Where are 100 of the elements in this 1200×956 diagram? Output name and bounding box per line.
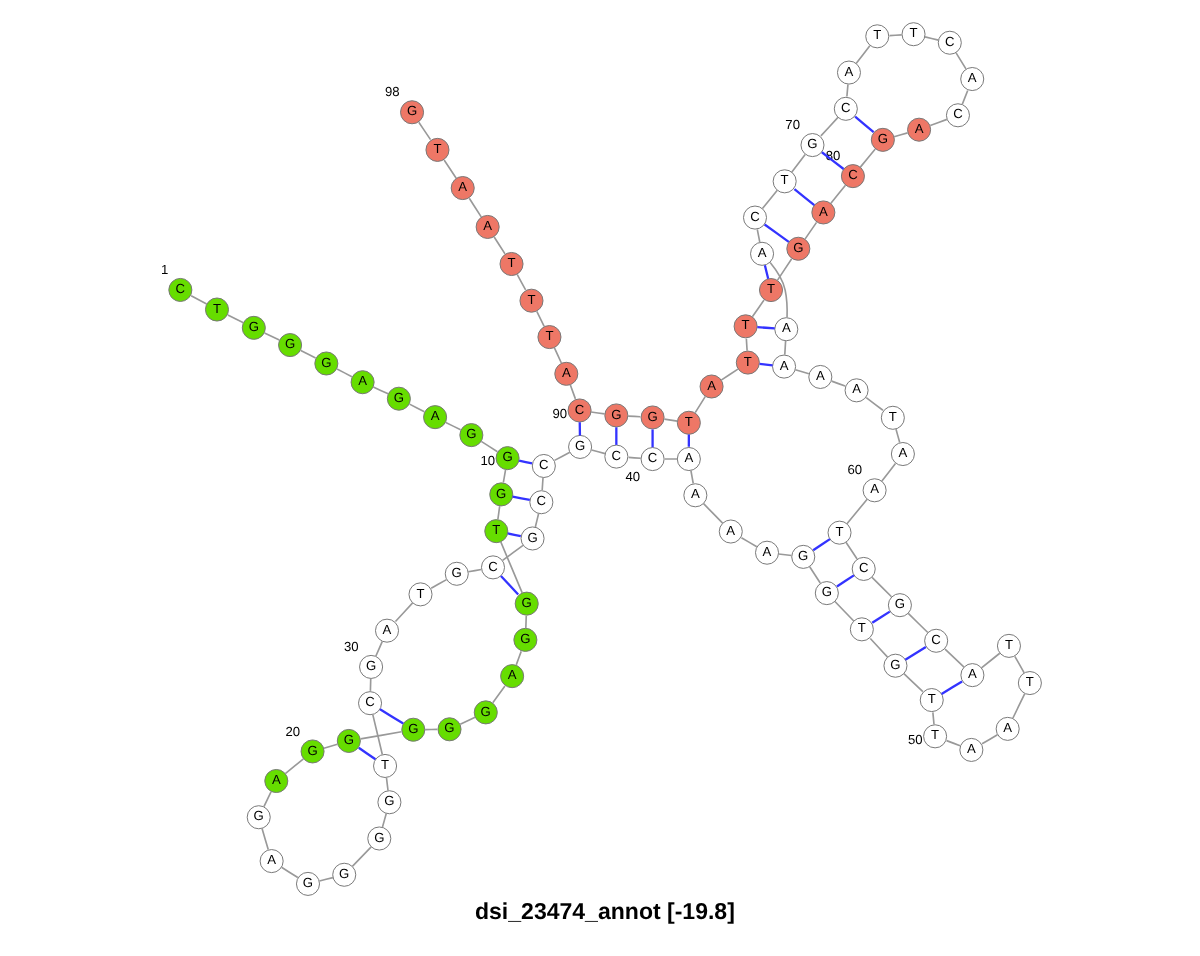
connector (807, 565, 821, 584)
connector (492, 235, 505, 255)
connector (887, 34, 902, 37)
connector (378, 708, 403, 725)
connector (416, 121, 431, 141)
connector (811, 538, 830, 552)
connector (879, 462, 896, 482)
connector (701, 502, 723, 524)
connector (500, 544, 523, 562)
connector (589, 411, 605, 415)
connector (517, 459, 532, 465)
connector (283, 758, 304, 775)
connector (979, 652, 1000, 669)
connector (262, 332, 280, 341)
connector (693, 395, 706, 414)
connector (393, 602, 413, 623)
connector (350, 846, 372, 868)
connector (756, 326, 774, 330)
connector (499, 575, 519, 596)
connector (384, 776, 388, 792)
connector (719, 368, 738, 381)
connector (864, 396, 883, 412)
connector (758, 362, 772, 367)
connector (782, 340, 786, 356)
connector (650, 429, 653, 448)
connector (854, 45, 870, 65)
diagram-title: dsi_23474_annot [-19.8] (474, 900, 734, 925)
connector (803, 221, 817, 240)
connector (442, 159, 457, 180)
connector (906, 612, 928, 634)
connector (923, 36, 939, 41)
connector (626, 456, 641, 460)
connector (479, 440, 498, 453)
connector (552, 451, 570, 462)
connector (903, 646, 926, 661)
connector (1013, 655, 1024, 674)
connector (829, 380, 845, 387)
connector (792, 188, 814, 207)
connector (226, 314, 244, 324)
connector (775, 257, 792, 281)
connector (458, 716, 475, 726)
connector (663, 458, 677, 460)
connector (279, 866, 298, 879)
connector (820, 151, 844, 170)
connector (511, 495, 530, 502)
connector (524, 615, 527, 629)
connector (568, 383, 576, 400)
connector (514, 650, 522, 666)
connector (373, 640, 383, 658)
connector (960, 89, 968, 106)
connector (589, 449, 605, 455)
connector (858, 148, 876, 168)
connector (828, 184, 846, 205)
connector (370, 713, 383, 756)
connector (980, 734, 998, 745)
connector (358, 730, 402, 740)
connector (496, 505, 500, 521)
connector (317, 876, 333, 882)
connector (868, 637, 888, 658)
connector (357, 746, 376, 761)
connector (662, 418, 678, 422)
connector (819, 116, 838, 137)
connector (322, 743, 338, 749)
connector (443, 421, 461, 431)
connector (552, 347, 562, 364)
connector (534, 310, 544, 328)
connector (744, 337, 747, 352)
connector (853, 115, 874, 133)
connector (467, 197, 482, 218)
connector (298, 349, 316, 359)
connector (189, 294, 207, 305)
connector (954, 51, 966, 70)
connector (870, 576, 892, 598)
connector (833, 600, 854, 622)
connector (501, 468, 506, 484)
connector (902, 672, 923, 693)
connector (407, 403, 425, 413)
connector (835, 574, 854, 588)
connector (760, 189, 778, 210)
connector (776, 553, 792, 557)
connector (844, 541, 857, 560)
connector (490, 685, 505, 704)
connector (894, 428, 900, 444)
connector (515, 273, 526, 291)
connector (789, 153, 805, 173)
connector (260, 827, 269, 851)
connector (931, 711, 934, 726)
connector (750, 299, 764, 318)
connector (768, 261, 787, 319)
connector (1011, 692, 1025, 720)
connector (466, 568, 482, 573)
connector (506, 532, 520, 538)
connector (429, 578, 447, 590)
connector (755, 228, 760, 244)
connector (870, 610, 890, 624)
connector (939, 680, 962, 695)
connector (540, 476, 543, 491)
connector (793, 369, 809, 375)
connector (943, 648, 964, 668)
connector (262, 790, 271, 808)
